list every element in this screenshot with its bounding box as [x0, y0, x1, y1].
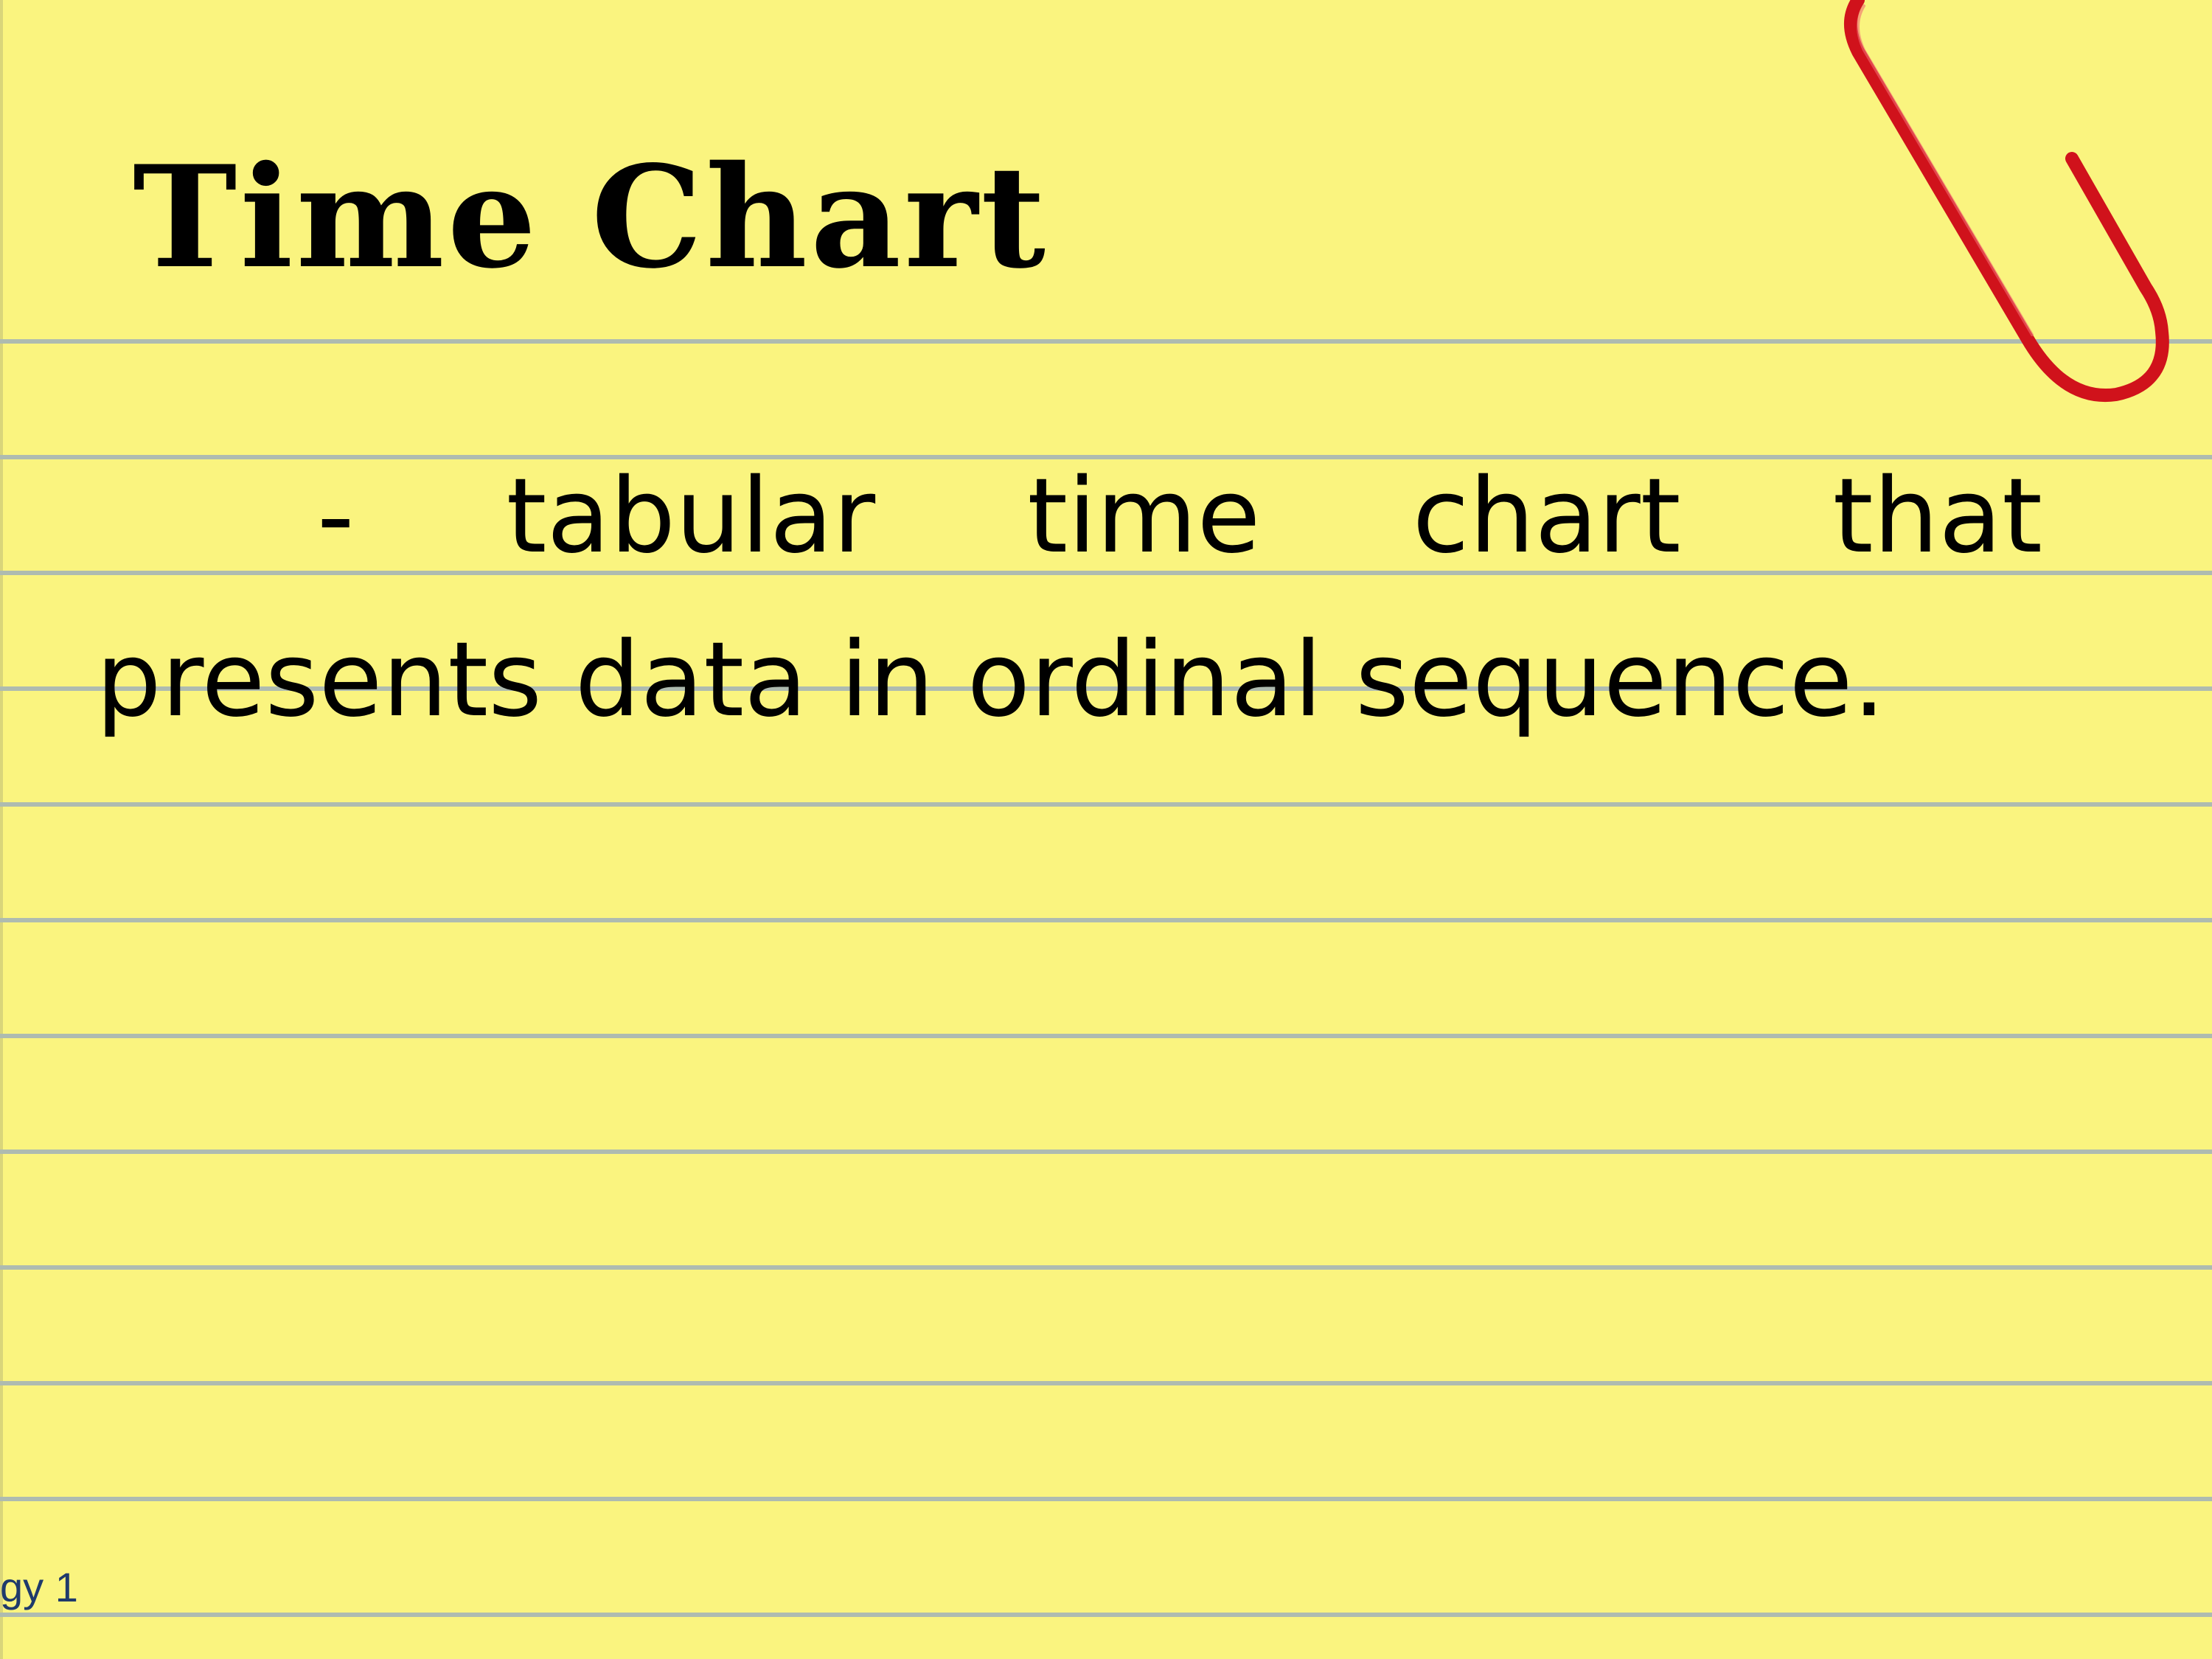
paper-edge	[0, 0, 3, 1659]
footer-label: gy 1	[0, 1564, 78, 1610]
rule-line	[0, 1034, 2212, 1038]
rule-line	[0, 455, 2212, 459]
rule-line	[0, 918, 2212, 922]
paperclip-icon	[1844, 0, 2169, 402]
rule-line	[0, 802, 2212, 807]
rule-line	[0, 571, 2212, 575]
slide-title: Time Chart	[133, 135, 1048, 299]
rule-line	[0, 339, 2212, 344]
rule-line	[0, 1150, 2212, 1154]
rule-line	[0, 1613, 2212, 1617]
rule-line	[0, 686, 2212, 691]
rule-line	[0, 1265, 2212, 1270]
definition-text: - tabular time chart that presents data …	[96, 456, 2042, 740]
rule-line	[0, 1497, 2212, 1501]
rule-line	[0, 1381, 2212, 1385]
